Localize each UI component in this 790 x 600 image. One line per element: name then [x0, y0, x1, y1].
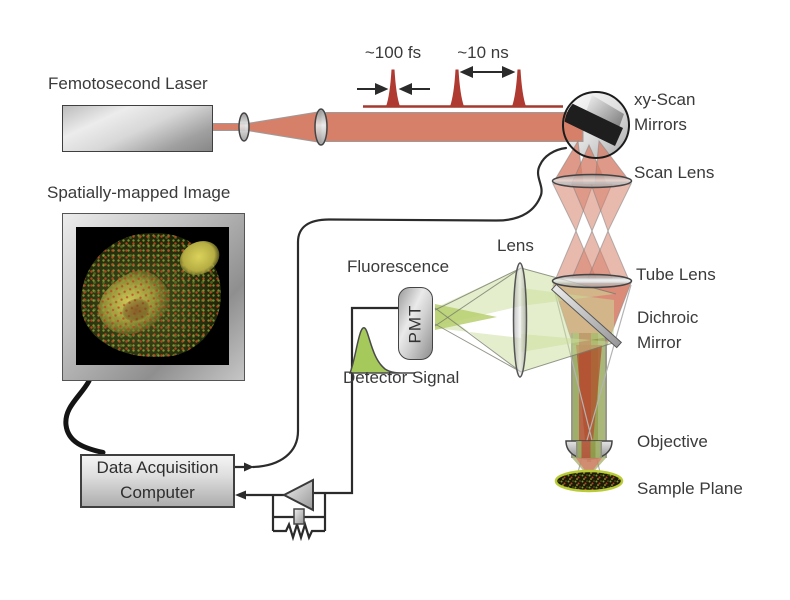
pulse-width-arrows	[357, 82, 430, 96]
objective-label: Objective	[637, 432, 708, 451]
mapped-image-label: Spatially-mapped Image	[47, 183, 231, 202]
sample-dish	[554, 469, 624, 493]
dichroic-mirror-label: Dichroic Mirror	[637, 308, 699, 352]
pulse-train	[357, 65, 563, 108]
spatially-mapped-image	[76, 227, 229, 365]
dichroic-mirror	[550, 283, 623, 349]
detector-signal-peak	[348, 327, 415, 374]
monitor	[62, 213, 245, 381]
collimating-lens-small	[238, 112, 250, 142]
feedback-component	[293, 508, 305, 525]
femtosecond-laser-box	[62, 105, 213, 152]
pmt-signal-wire	[311, 306, 400, 495]
pulse-2	[450, 69, 464, 107]
pulse-width-label: ~100 fs	[364, 43, 422, 62]
amp-output-arrowhead	[235, 490, 246, 500]
beam-expander-lens	[314, 108, 328, 146]
galvo-mirror-front	[564, 101, 623, 146]
collection-lens-label: Lens	[497, 236, 534, 255]
fluorescence-label: Fluorescence	[347, 257, 450, 276]
data-acquisition-computer-box: Data Acquisition Computer	[80, 454, 235, 508]
laser-label: Femotosecond Laser	[48, 74, 208, 93]
xy-scan-mirrors	[562, 91, 630, 159]
tube-lens-label: Tube Lens	[636, 265, 716, 284]
collection-lens	[512, 262, 528, 378]
pulse-1	[386, 69, 400, 107]
pulse-interval-label: ~10 ns	[457, 43, 509, 62]
feedback-resistor	[273, 520, 325, 542]
monitor-cable	[63, 378, 106, 455]
pulse-interval-arrow	[459, 65, 516, 79]
tube-lens	[551, 273, 633, 289]
galvo-mirror-back	[586, 95, 624, 133]
scan-control-arrowhead	[244, 462, 254, 472]
detector-signal-label: Detector Signal	[343, 368, 460, 387]
objective-lens	[565, 440, 613, 477]
amplifier-circuit	[235, 478, 327, 542]
scan-lens	[551, 173, 633, 189]
scan-lens-label: Scan Lens	[634, 163, 715, 182]
daq-label: Data Acquisition Computer	[96, 458, 219, 502]
pulse-3	[512, 69, 526, 107]
pmt-label: PMT	[405, 304, 425, 343]
pmt-detector: PMT	[398, 287, 433, 360]
sample-plane-label: Sample Plane	[637, 479, 743, 498]
amplifier-triangle	[281, 478, 314, 512]
wires	[63, 146, 568, 495]
scan-mirrors-label: xy-Scan Mirrors	[634, 90, 696, 134]
